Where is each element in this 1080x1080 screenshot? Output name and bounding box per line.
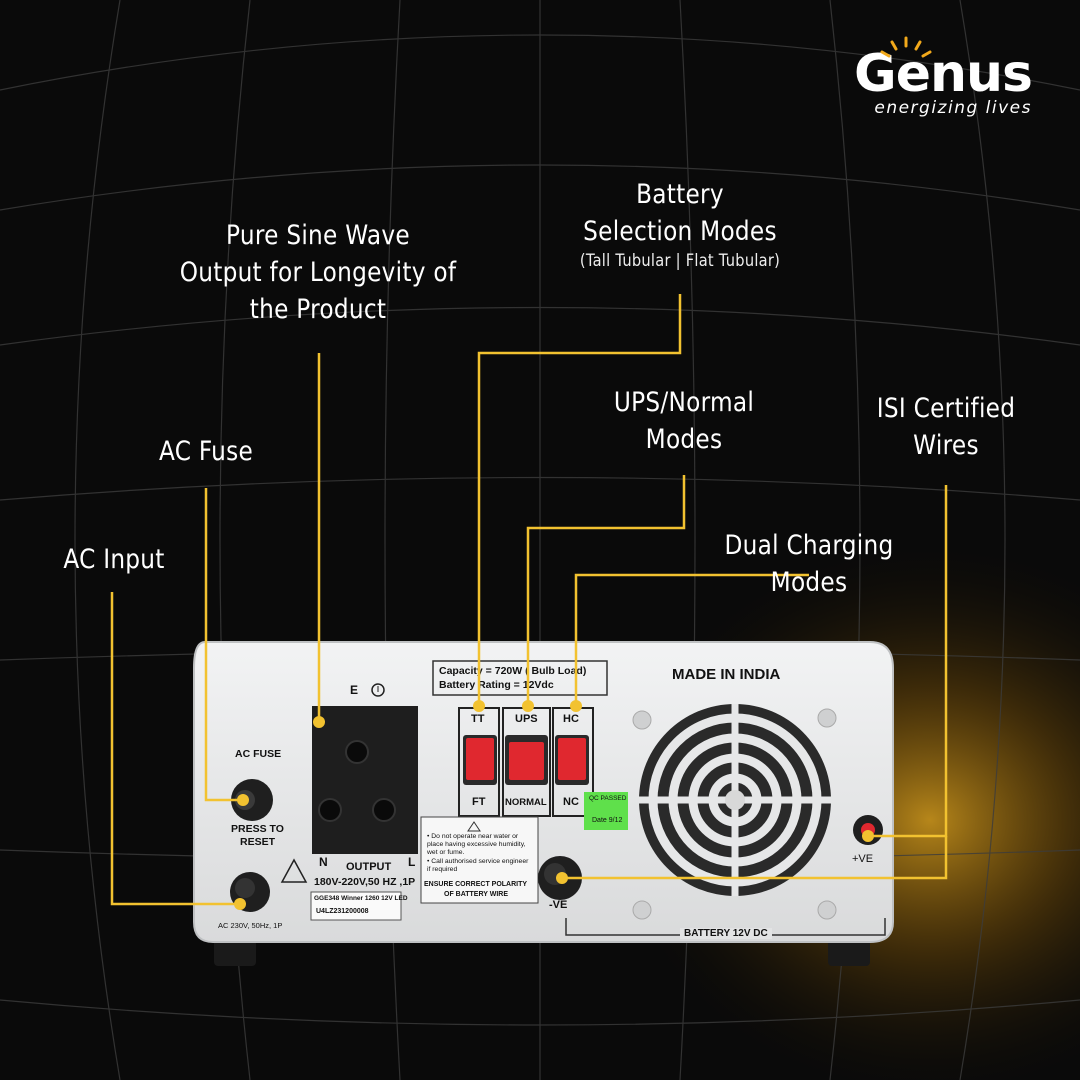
ac-fuse-line1: AC Fuse <box>158 436 254 467</box>
output-label: OUTPUT <box>346 861 392 873</box>
ac-spec-label: AC 230V, 50Hz, 1P <box>218 921 283 930</box>
callout-pure-sine: Pure Sine Wave Output for Longevity of t… <box>138 217 498 328</box>
pos-terminal-label: +VE <box>852 853 874 865</box>
switch-ft-label: FT <box>472 796 486 808</box>
brand-tagline: energizing lives <box>874 98 1032 118</box>
switch-tt-label: TT <box>471 713 485 725</box>
switch-ups-label: UPS <box>515 713 538 725</box>
serial-label: U4LZ231200008 <box>316 908 369 915</box>
battery-modes-subtitle: (Tall Tubular | Flat Tubular) <box>579 251 781 271</box>
qc-date-label: Date 9/12 <box>592 817 623 824</box>
battery-modes-line1: Battery <box>636 179 724 210</box>
dual-charging-line2: Modes <box>770 567 848 598</box>
brand-name: Genus <box>854 44 1033 104</box>
battery-modes-line2: Selection Modes <box>583 216 777 247</box>
isi-wires-line2: Wires <box>913 430 979 461</box>
capacity-label: Capacity = 720W ( Bulb Load) <box>439 665 587 677</box>
output-spec-label: 180V-220V,50 HZ ,1P <box>314 876 416 888</box>
press-to-label: PRESS TO <box>231 823 284 835</box>
model-label: GGE348 Winner 1260 12V LED <box>314 895 408 902</box>
dual-charging-line1: Dual Charging <box>724 530 894 561</box>
pure-sine-line1: Pure Sine Wave <box>226 220 410 251</box>
callout-isi-wires: ISI Certified Wires <box>836 390 1056 464</box>
ups-normal-line2: Modes <box>645 424 723 455</box>
battery-rating-label: Battery Rating = 12Vdc <box>439 679 554 691</box>
callout-battery-modes: Battery Selection Modes (Tall Tubular | … <box>530 176 830 272</box>
callout-ac-fuse: AC Fuse <box>116 433 296 470</box>
reset-label: RESET <box>240 836 276 848</box>
live-label: L <box>408 855 416 869</box>
earth-label: E <box>350 683 359 697</box>
callout-ups-normal: UPS/Normal Modes <box>564 384 804 458</box>
made-in-india-label: MADE IN INDIA <box>672 666 781 683</box>
polarity-label-1: ENSURE CORRECT POLARITY <box>424 881 528 888</box>
switch-nc-label: NC <box>563 796 579 808</box>
neg-terminal-label: -VE <box>549 899 568 911</box>
callout-ac-input: AC Input <box>30 541 198 578</box>
polarity-label-2: OF BATTERY WIRE <box>444 891 509 898</box>
warning-text-1: • Do not operate near water or place hav… <box>427 833 526 856</box>
genus-logo: Genus energizing lives <box>854 44 1033 118</box>
ups-normal-line1: UPS/Normal <box>613 387 755 418</box>
battery-dc-label: BATTERY 12V DC <box>680 928 772 939</box>
qc-passed-label: QC PASSED <box>589 795 627 802</box>
ac-input-line1: AC Input <box>63 544 165 575</box>
switch-normal-label: NORMAL <box>505 797 547 808</box>
isi-wires-line1: ISI Certified <box>876 393 1016 424</box>
switch-hc-label: HC <box>563 713 579 725</box>
pure-sine-line3: the Product <box>249 294 387 325</box>
ac-fuse-panel-label: AC FUSE <box>235 748 282 760</box>
neutral-label: N <box>319 855 328 869</box>
callout-dual-charging: Dual Charging Modes <box>694 527 924 601</box>
warning-text-2: • Call authorised service engineer if re… <box>427 858 529 873</box>
pure-sine-line2: Output for Longevity of <box>179 257 457 288</box>
